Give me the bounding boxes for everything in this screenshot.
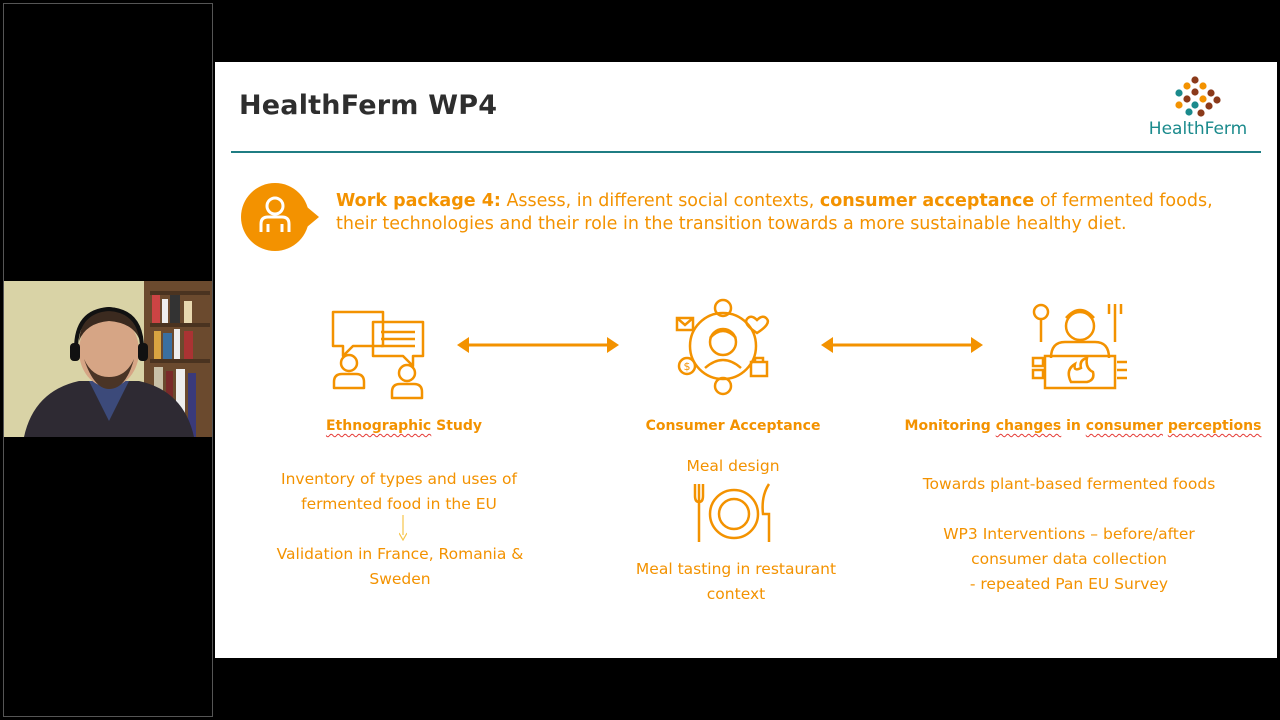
- svg-text:$: $: [684, 360, 691, 373]
- consumer-network-icon: $: [675, 298, 770, 396]
- heading-study: Study: [431, 418, 483, 434]
- heading-part-consumer: consumer: [1085, 418, 1163, 434]
- meal-tasting-text: Meal tasting in restaurant context: [635, 560, 837, 603]
- monitoring-heading: Monitoring changes in consumer perceptio…: [901, 418, 1265, 434]
- double-arrow-icon: [821, 337, 983, 353]
- presenter-video-frame: [4, 281, 212, 437]
- heading-part-in: in: [1061, 418, 1086, 434]
- wp-text-1: Assess, in different social contexts,: [500, 191, 820, 211]
- wp-label: Work package 4:: [336, 191, 501, 211]
- healthferm-logo-icon: [1175, 76, 1221, 117]
- wp-text-2: of fermented foods, their technologies a…: [336, 191, 1213, 234]
- plant-based-text: Towards plant-based fermented foods: [922, 475, 1216, 493]
- person-icon: [241, 183, 319, 251]
- wp-highlight: consumer acceptance: [819, 191, 1035, 211]
- chat-people-icon: [331, 310, 425, 400]
- slide-title: HealthFerm WP4: [239, 90, 498, 121]
- work-package-statement: Work package 4: Assess, in different soc…: [336, 190, 1256, 236]
- pan-eu-survey-text: - repeated Pan EU Survey: [969, 575, 1169, 593]
- heading-part-changes: changes: [995, 418, 1062, 434]
- healthferm-logo: HealthFerm: [1133, 74, 1263, 144]
- logo-wordmark: HealthFerm: [1148, 119, 1248, 139]
- validation-text: Validation in France, Romania & Sweden: [276, 545, 524, 588]
- presentation-slide: HealthFerm WP4 HealthFerm Work package: [215, 62, 1277, 658]
- heading-part-perceptions: perceptions: [1167, 418, 1262, 434]
- presenter-video: [4, 281, 212, 437]
- heading-part-monitoring: Monitoring: [904, 418, 996, 434]
- consumer-acceptance-heading: Consumer Acceptance: [645, 418, 821, 434]
- heading-ethnographic: Ethnographic: [325, 418, 432, 434]
- title-divider: [231, 151, 1261, 153]
- ethnographic-study-heading: Ethnographic Study: [309, 418, 499, 434]
- down-arrow-icon: [399, 515, 407, 541]
- person-cooking-icon: [1031, 303, 1127, 390]
- meal-design-text: Meal design: [686, 457, 780, 475]
- plate-cutlery-icon: [693, 483, 771, 542]
- wp3-interventions-text: WP3 Interventions – before/after consume…: [943, 525, 1195, 568]
- inventory-text: Inventory of types and uses of fermented…: [281, 470, 517, 513]
- double-arrow-icon: [457, 337, 619, 353]
